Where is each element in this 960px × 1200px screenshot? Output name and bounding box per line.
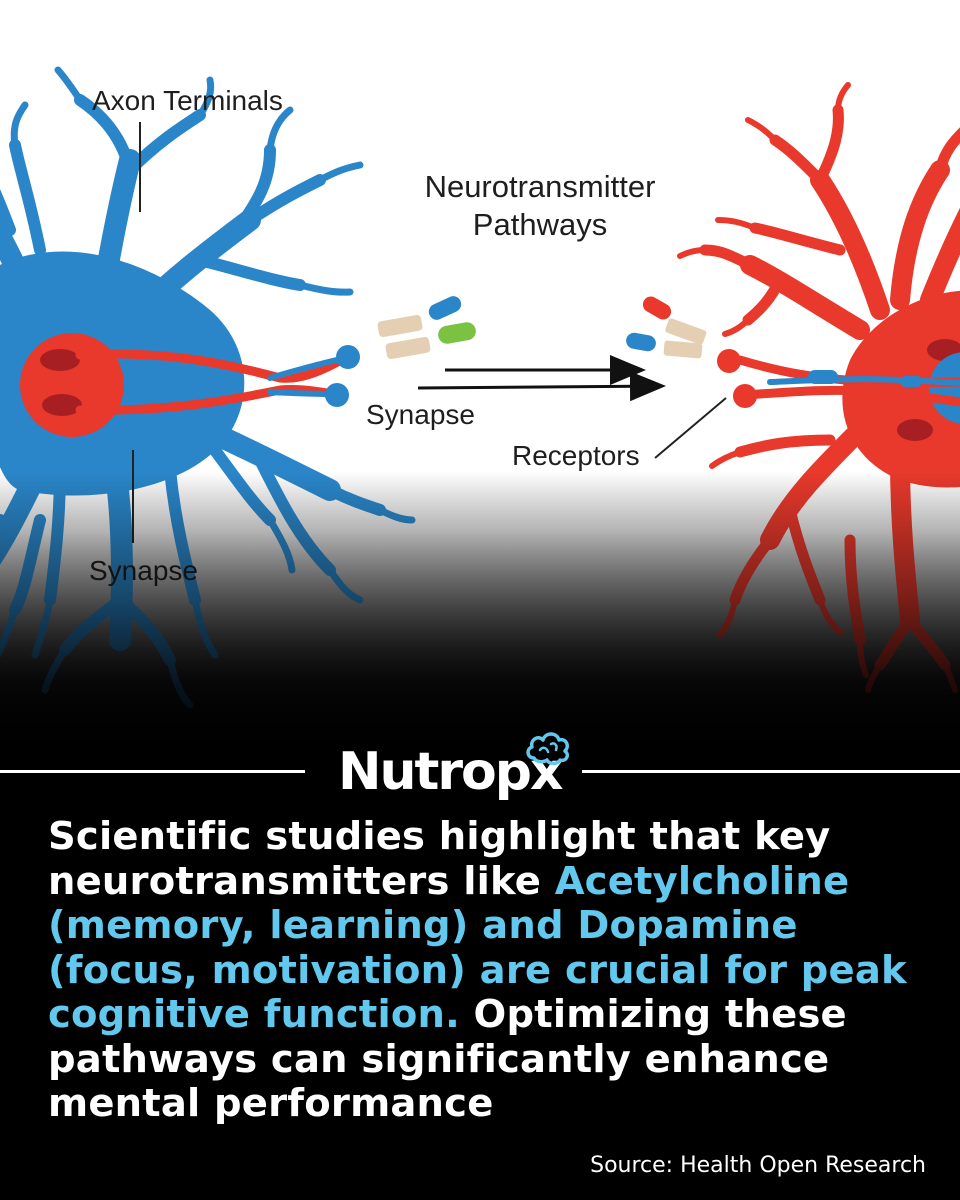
body-text-plain: Optimizing these pathways can significan… (48, 992, 847, 1126)
receptor-bulb (717, 349, 741, 373)
axon-bouton (325, 383, 349, 407)
neuron-diagram-svg: Axon Terminals Synapse Neurotransmitter … (0, 0, 960, 760)
brand-logo: Nutropx (338, 732, 569, 812)
body-text-highlight: Acetylcholine (memory, learning) and Dop… (48, 858, 907, 1037)
brain-cloud-icon (526, 732, 569, 766)
logo-wordmark: Nutropx (338, 742, 564, 802)
brand-row: Nutropx (0, 718, 960, 818)
axon-bouton (336, 345, 360, 369)
label-synapse-center: Synapse (366, 399, 475, 430)
presynaptic-nucleus (20, 333, 124, 437)
body-paragraph: Scientific studies highlight that key ne… (48, 814, 928, 1127)
receptor-bulb (733, 384, 757, 408)
label-pathways-line1: Neurotransmitter (425, 169, 656, 204)
label-synapse-left: Synapse (89, 555, 198, 586)
divider-line (0, 770, 305, 773)
pathway-arrow (417, 371, 666, 402)
label-pathways-line2: Pathways (473, 207, 607, 242)
divider-line (582, 770, 960, 773)
label-receptors: Receptors (512, 440, 640, 471)
label-axon-terminals: Axon Terminals (92, 85, 283, 116)
body-text-plain: Scientific studies highlight that key ne… (48, 814, 831, 904)
neuron-diagram: Axon Terminals Synapse Neurotransmitter … (0, 0, 960, 760)
source-citation: Source: Health Open Research (590, 1153, 926, 1178)
